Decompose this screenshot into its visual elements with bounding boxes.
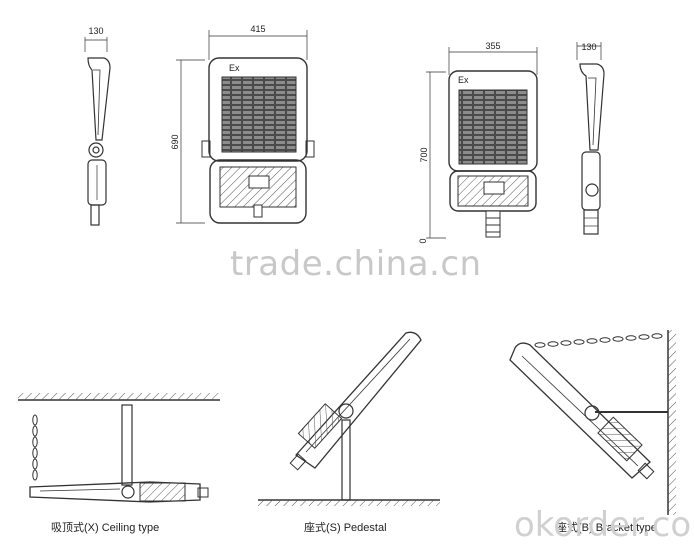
dim-side-left-width: 130 — [88, 26, 103, 36]
dim-front-right-height: 700 — [419, 147, 429, 162]
pedestal-type-drawing — [258, 331, 440, 506]
dim-front-left-bottom-tick: 0 — [418, 238, 428, 243]
ex-mark-right: Ex — [458, 75, 469, 85]
dim-side-right-width: 130 — [581, 42, 596, 52]
front-view-left — [176, 30, 315, 224]
ceiling-type-drawing — [18, 393, 220, 503]
bracket-type-drawing — [509, 330, 676, 515]
watermark-trade-china: trade.china.cn — [230, 244, 482, 284]
dim-front-left-width: 415 — [250, 24, 265, 34]
front-view-right — [426, 47, 538, 239]
caption-pedestal: 座式(S) Pedestal — [304, 522, 387, 534]
ex-mark-left: Ex — [229, 63, 240, 73]
caption-ceiling-type: 吸顶式(X) Ceiling type — [51, 522, 160, 534]
caption-bracket-type: 座式(B) Bracket type — [556, 522, 657, 534]
dim-front-left-height: 690 — [170, 134, 180, 149]
dim-front-right-width: 355 — [485, 41, 500, 51]
side-view-left — [84, 37, 111, 226]
side-view-right — [576, 42, 605, 235]
watermark-okorder: okorder.com — [514, 505, 694, 545]
